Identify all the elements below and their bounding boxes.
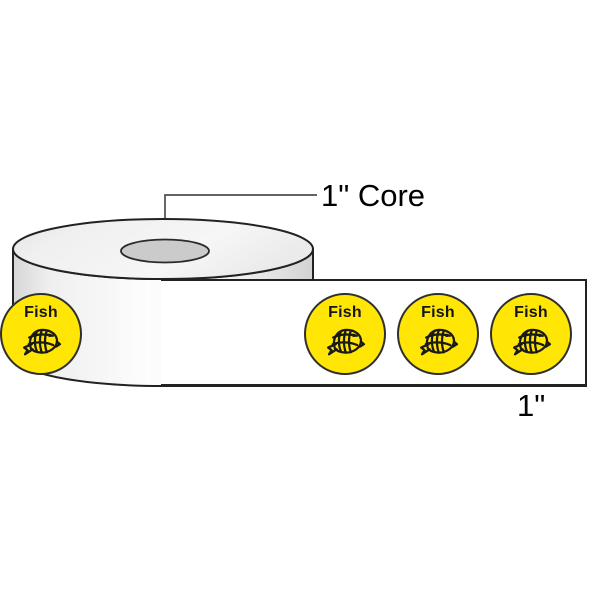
roll-core <box>120 238 210 264</box>
sticker-text: Fish <box>421 304 455 321</box>
fish-label-sticker: Fish <box>397 293 479 375</box>
sticker-text: Fish <box>328 304 362 321</box>
fish-icon <box>23 328 62 356</box>
fish-icon <box>513 328 552 356</box>
core-leader-line <box>164 194 317 218</box>
fish-label-sticker: Fish <box>304 293 386 375</box>
label-width-dimension: 1" <box>517 388 546 423</box>
fish-icon <box>420 328 459 356</box>
core-size-label: 1" Core <box>321 178 426 213</box>
sticker-text: Fish <box>24 304 58 321</box>
sticker-text: Fish <box>514 304 548 321</box>
fish-icon <box>327 328 366 356</box>
fish-label-sticker: Fish <box>0 293 82 375</box>
fish-label-sticker: Fish <box>490 293 572 375</box>
